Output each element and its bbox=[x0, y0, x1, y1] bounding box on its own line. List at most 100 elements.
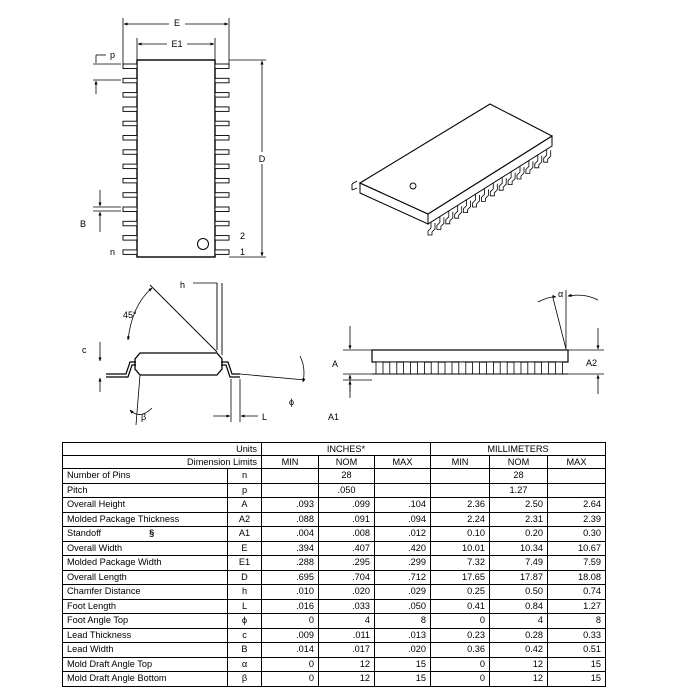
cell-inches-min: .088 bbox=[261, 511, 319, 527]
cell-mm-nom: 28 bbox=[489, 468, 548, 484]
end-view: h 45° c ϕ β L bbox=[82, 280, 306, 426]
side-view: A A1 A2 α bbox=[328, 289, 604, 422]
cell-mm-nom: 12 bbox=[489, 656, 548, 672]
cell-mm-nom: 2.31 bbox=[489, 511, 548, 527]
cell-mm-min: 0.10 bbox=[430, 526, 490, 542]
cell-mm-min bbox=[430, 468, 490, 484]
label-alpha: α bbox=[558, 289, 563, 299]
cell-mm-nom: 10.34 bbox=[489, 540, 548, 556]
lead bbox=[214, 120, 230, 127]
cell-inches-min: .009 bbox=[261, 627, 319, 643]
row-name-text: Overall Width bbox=[67, 542, 123, 553]
cell-mm-max bbox=[547, 482, 606, 498]
cell-mm-min: 17.65 bbox=[430, 569, 490, 585]
cell-inches-max: .299 bbox=[374, 555, 431, 571]
label-E1: E1 bbox=[171, 39, 182, 49]
cell-inches-nom: .017 bbox=[318, 642, 375, 658]
package-drawings: E E1 p D B n 2 1 bbox=[80, 17, 604, 426]
isometric-view bbox=[351, 103, 554, 236]
row-name-text: Number of Pins bbox=[67, 470, 131, 481]
side-lead bbox=[541, 361, 549, 375]
iso-lead bbox=[507, 171, 516, 185]
label-B: B bbox=[80, 219, 86, 229]
lead bbox=[214, 77, 230, 84]
row-name-text: Mold Draft Angle Top bbox=[67, 658, 153, 669]
lead bbox=[214, 149, 230, 155]
lead bbox=[214, 235, 230, 241]
row-name: Overall Height bbox=[62, 497, 228, 513]
header-mm-max: MAX bbox=[547, 455, 606, 469]
row-name-text: Molded Package Thickness bbox=[67, 513, 180, 524]
header-in-min: MIN bbox=[261, 455, 319, 469]
lead bbox=[214, 177, 230, 184]
cell-inches-min bbox=[261, 482, 319, 498]
cell-mm-nom: 0.28 bbox=[489, 627, 548, 643]
row-name-text: Standoff bbox=[67, 528, 102, 539]
cell-inches-nom: .008 bbox=[318, 526, 375, 542]
cell-inches-max bbox=[374, 468, 431, 484]
lead bbox=[214, 192, 230, 198]
iso-lead bbox=[436, 216, 445, 230]
row-name: Foot Angle Top bbox=[62, 613, 228, 629]
cell-inches-min: .394 bbox=[261, 540, 319, 556]
row-name: Molded Package Width bbox=[62, 555, 228, 571]
iso-body-top bbox=[358, 103, 554, 215]
cell-mm-nom: 2.50 bbox=[489, 497, 548, 513]
iso-lead bbox=[525, 160, 534, 174]
cell-inches-nom: 28 bbox=[318, 468, 375, 484]
row-symbol: L bbox=[227, 598, 262, 614]
side-lead bbox=[513, 361, 522, 375]
lead bbox=[122, 149, 138, 155]
row-name: Molded Package Thickness bbox=[62, 511, 228, 527]
lead bbox=[122, 120, 138, 127]
iso-lead bbox=[463, 199, 471, 213]
cell-inches-nom: 12 bbox=[318, 656, 375, 672]
row-symbol: A1 bbox=[227, 526, 262, 542]
row-name-text: Mold Draft Angle Bottom bbox=[67, 673, 167, 684]
dimension-table: Units INCHES* MILLIMETERS Dimension Limi… bbox=[62, 442, 606, 687]
lead bbox=[214, 92, 230, 98]
lead bbox=[122, 77, 138, 84]
iso-lead bbox=[543, 149, 552, 163]
label-pin1: 1 bbox=[240, 247, 245, 257]
iso-leads bbox=[427, 149, 552, 236]
row-name: Overall Length bbox=[62, 569, 228, 585]
row-symbol: p bbox=[227, 482, 262, 498]
iso-pin1-marker bbox=[409, 182, 417, 190]
side-lead bbox=[389, 361, 398, 375]
cell-inches-min: .004 bbox=[261, 526, 319, 542]
row-symbol: h bbox=[227, 584, 262, 600]
row-name-text: Lead Width bbox=[67, 644, 114, 655]
iso-lead bbox=[445, 210, 454, 225]
row-name: Number of Pins bbox=[62, 468, 228, 484]
row-symbol: A bbox=[227, 497, 262, 513]
row-name: Foot Length bbox=[62, 598, 228, 614]
row-name-text: Overall Height bbox=[67, 499, 126, 510]
cell-mm-nom: 17.87 bbox=[489, 569, 548, 585]
top-view-body bbox=[136, 59, 216, 258]
cell-inches-nom: .020 bbox=[318, 584, 375, 600]
cell-mm-min: 10.01 bbox=[430, 540, 490, 556]
cell-inches-min bbox=[261, 468, 319, 484]
label-A2: A2 bbox=[586, 358, 597, 368]
cell-inches-max: .104 bbox=[374, 497, 431, 513]
lead bbox=[122, 177, 138, 184]
lead bbox=[214, 206, 230, 212]
cell-inches-max: .050 bbox=[374, 598, 431, 614]
lead bbox=[122, 220, 138, 227]
cell-mm-nom: 0.84 bbox=[489, 598, 548, 614]
iso-lead bbox=[516, 166, 525, 180]
cell-mm-min: 0 bbox=[430, 671, 490, 687]
cell-inches-max: .420 bbox=[374, 540, 431, 556]
cell-inches-min: .093 bbox=[261, 497, 319, 513]
cell-inches-max bbox=[374, 482, 431, 498]
label-A: A bbox=[332, 359, 338, 369]
label-D: D bbox=[259, 154, 266, 164]
label-beta: β bbox=[141, 412, 146, 422]
